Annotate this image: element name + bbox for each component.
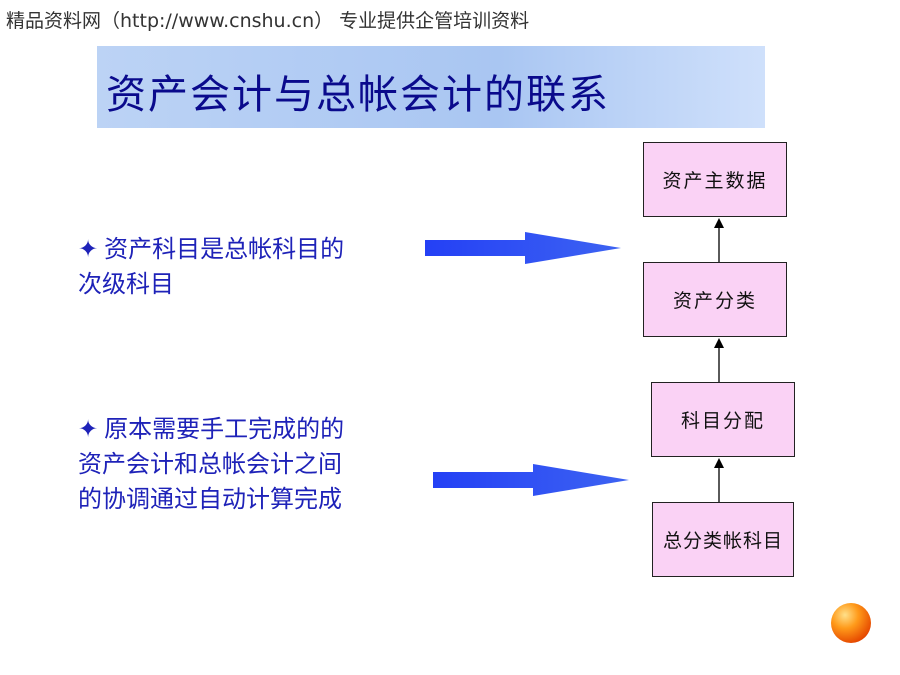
orange-ball-icon [831, 603, 871, 643]
connector-arrow-3 [714, 458, 724, 502]
flow-box-gl-account: 总分类帐科目 [652, 502, 794, 577]
slide-title: 资产会计与总帐会计的联系 [106, 72, 610, 118]
title-banner [97, 46, 765, 128]
flow-box-asset-master: 资产主数据 [643, 142, 787, 217]
bullet-2-line-2: 资产会计和总帐会计之间 [78, 450, 342, 478]
flow-box-account-assignment: 科目分配 [651, 382, 795, 457]
connector-arrow-1 [714, 218, 724, 262]
header-watermark: 精品资料网（http://www.cnshu.cn） 专业提供企管培训资料 [6, 10, 530, 32]
bullet-2-line-1: 原本需要手工完成的的 [104, 415, 345, 443]
bullet-1-line-1: 资产科目是总帐科目的 [104, 235, 345, 263]
bullet-1-line-2: 次级科目 [78, 270, 174, 298]
connector-arrow-2 [714, 338, 724, 382]
bullet-2-line-3: 的协调通过自动计算完成 [78, 485, 342, 513]
block-arrow-right-icon [433, 464, 629, 496]
flow-box-asset-class: 资产分类 [643, 262, 787, 337]
four-point-star-icon: ✦ [78, 415, 99, 443]
block-arrow-right-icon [425, 232, 621, 264]
bullet-item-2: ✦原本需要手工完成的的 资产会计和总帐会计之间 的协调通过自动计算完成 [78, 412, 418, 517]
four-point-star-icon: ✦ [78, 235, 99, 263]
bullet-item-1: ✦资产科目是总帐科目的 次级科目 [78, 232, 418, 302]
